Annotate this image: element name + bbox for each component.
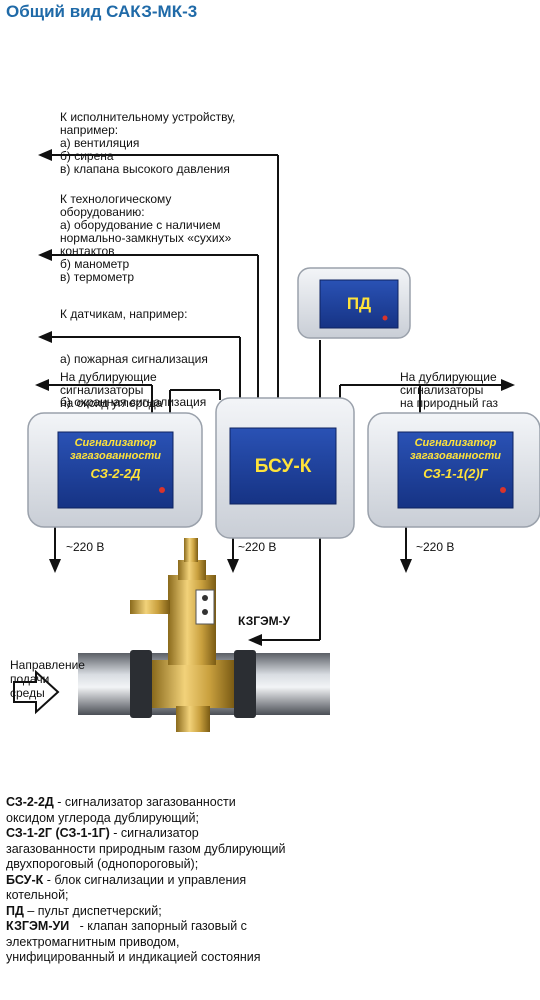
label-220v-right: ~220 В [416,540,455,554]
legend-item: СЗ-1-2Г (СЗ-1-1Г) - сигнализатор загазов… [6,826,289,871]
right-screen-line1: Сигнализатор [414,437,497,449]
flow-arrow-icon [13,669,60,715]
legend-item: БСУ-К - блок сигнализации и управления к… [6,872,250,903]
left-screen-line2: загазованности [69,450,161,462]
legend: СЗ-2-2Д - сигнализатор загазованности ок… [6,795,286,966]
label-sensors: К датчикам, например: а) пожарная сигнал… [60,307,208,409]
right-screen-line2: загазованности [409,450,501,462]
bsu-screen-label: БСУ-К [254,456,312,477]
pd-screen-label: ПД [346,294,372,313]
pd-panel [297,267,411,339]
valve-body [130,538,234,732]
left-detector [27,412,203,528]
label-220v-center: ~220 В [238,540,277,554]
right-detector [367,412,540,528]
page-title: Общий вид САКЗ-МК-3 [6,2,198,21]
left-screen-line1: Сигнализатор [74,437,157,449]
connection-lines [45,154,505,641]
legend-item: КЗГЭМ-УИ - клапан запорный газовый с эле… [6,919,261,964]
label-valve: КЗГЭМ-У [238,614,291,628]
left-screen-code: СЗ-2-2Д [90,466,141,481]
label-220v-left: ~220 В [66,540,105,554]
legend-item: ПД – пульт диспетчерский; [6,903,162,918]
right-screen-code: СЗ-1-1(2)Г [423,466,488,481]
label-actuator: К исполнительному устройству,например:а)… [60,110,236,176]
bsu-k-unit [215,397,355,539]
legend-item: СЗ-2-2Д - сигнализатор загазованности ок… [6,795,240,825]
arrow-heads [35,149,515,646]
